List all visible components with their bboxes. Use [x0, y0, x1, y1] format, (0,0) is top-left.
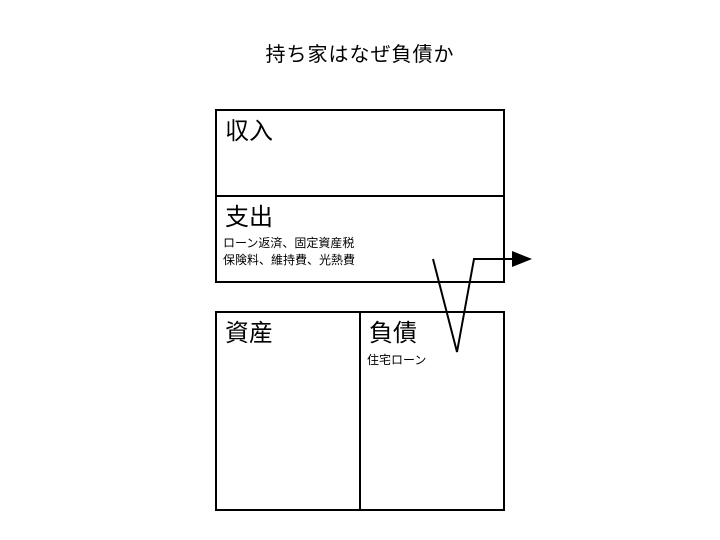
expense-detail-line-1: ローン返済、固定資産税 — [223, 236, 355, 250]
expense-heading: 支出 — [225, 203, 273, 231]
income-box: 収入 — [215, 109, 505, 197]
expense-detail-line-2: 保険料、維持費、光熱費 — [223, 253, 356, 267]
liabilities-heading: 負債 — [369, 319, 417, 347]
liabilities-detail: 住宅ローン — [367, 353, 427, 367]
income-heading: 収入 — [225, 117, 273, 145]
flow-line — [432, 251, 532, 353]
assets-heading: 資産 — [225, 319, 273, 347]
diagram-title: 持ち家はなぜ負債か — [265, 42, 455, 66]
expense-box: 支出 ローン返済、固定資産税 保険料、維持費、光熱費 — [215, 195, 505, 283]
liabilities-box: 負債 住宅ローン — [359, 311, 505, 511]
